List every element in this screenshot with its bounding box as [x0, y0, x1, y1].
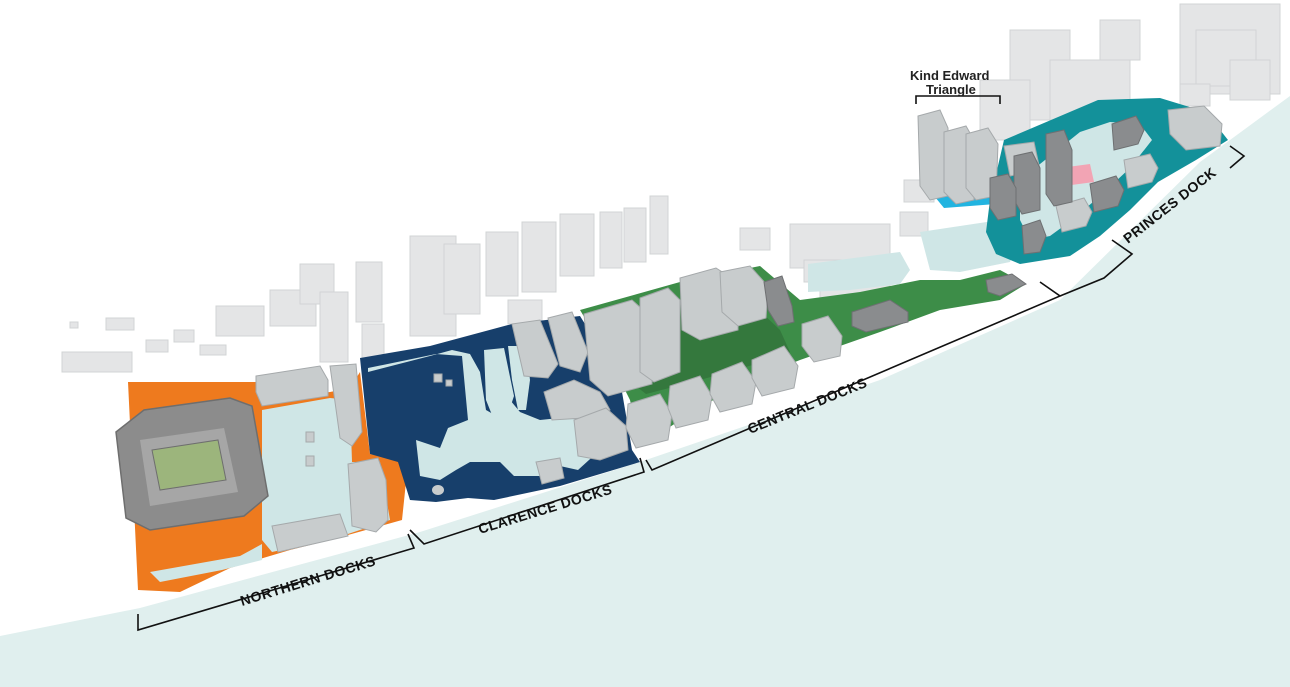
stadium-pitch	[151, 439, 227, 491]
central-dark-building-2	[851, 299, 909, 333]
northern-docks-water-south	[150, 544, 262, 582]
central-dock-water	[808, 252, 910, 292]
clarence-building-3	[543, 379, 611, 421]
clarence-dock-basin	[484, 348, 514, 420]
stadium	[115, 397, 269, 531]
clarence-pontoon-2	[445, 379, 453, 387]
princes-dock-zone	[917, 98, 1228, 264]
central-tower-4	[719, 265, 769, 327]
clarence-roundabout	[430, 483, 446, 497]
clarence-building-4	[573, 407, 629, 461]
central-block-2	[667, 375, 713, 429]
clarence-building-2	[547, 311, 589, 373]
central-dark-building-1	[763, 275, 795, 327]
clarence-building-1	[511, 319, 559, 379]
clarence-pontoon-1	[433, 373, 443, 383]
king-edward-label-line2: Triangle	[926, 82, 976, 97]
princes-dark-building-6	[1021, 219, 1047, 255]
northern-building-4	[271, 513, 349, 553]
central-block-1	[625, 393, 673, 449]
princes-dock-bracket	[1059, 239, 1134, 297]
central-docks-bracket	[645, 281, 1062, 472]
river-mersey	[0, 96, 1290, 687]
northern-building-3	[347, 457, 389, 533]
central-dark-building-3	[985, 273, 1027, 297]
princes-dark-building-4	[1089, 175, 1125, 213]
central-block-3	[709, 361, 757, 413]
clarence-docks-bracket	[409, 457, 645, 545]
princes-building-4	[1123, 153, 1159, 189]
central-block-4	[751, 345, 799, 397]
princes-dark-building-5	[1111, 115, 1145, 151]
princes-dark-tower-1	[1045, 129, 1073, 207]
northern-docks-zone	[115, 363, 406, 592]
northern-dock-pontoon-2	[305, 455, 315, 467]
zone-brackets	[137, 95, 1246, 632]
central-tower-1	[583, 299, 653, 397]
clarence-building-5	[535, 457, 565, 485]
king-edward-label-line1: Kind Edward	[910, 68, 990, 83]
princes-building-3	[1055, 197, 1093, 233]
northern-dock-pontoon-1	[305, 431, 315, 443]
central-docks-zone	[580, 220, 1027, 449]
clarence-docks-water	[368, 350, 600, 480]
central-block-5	[801, 315, 843, 363]
clarence-docks-zone	[360, 311, 640, 502]
central-tower-2	[639, 287, 681, 383]
northern-docks-bracket	[137, 533, 416, 632]
princes-building-1	[1167, 105, 1223, 151]
king-edward-bracket	[915, 95, 1001, 104]
princes-dark-tower-2	[1013, 151, 1041, 215]
princes-dark-tower-3	[989, 173, 1017, 221]
northern-building-1	[255, 365, 329, 407]
northern-building-2	[329, 363, 363, 447]
princes-dock-bracket-end	[1229, 145, 1246, 169]
